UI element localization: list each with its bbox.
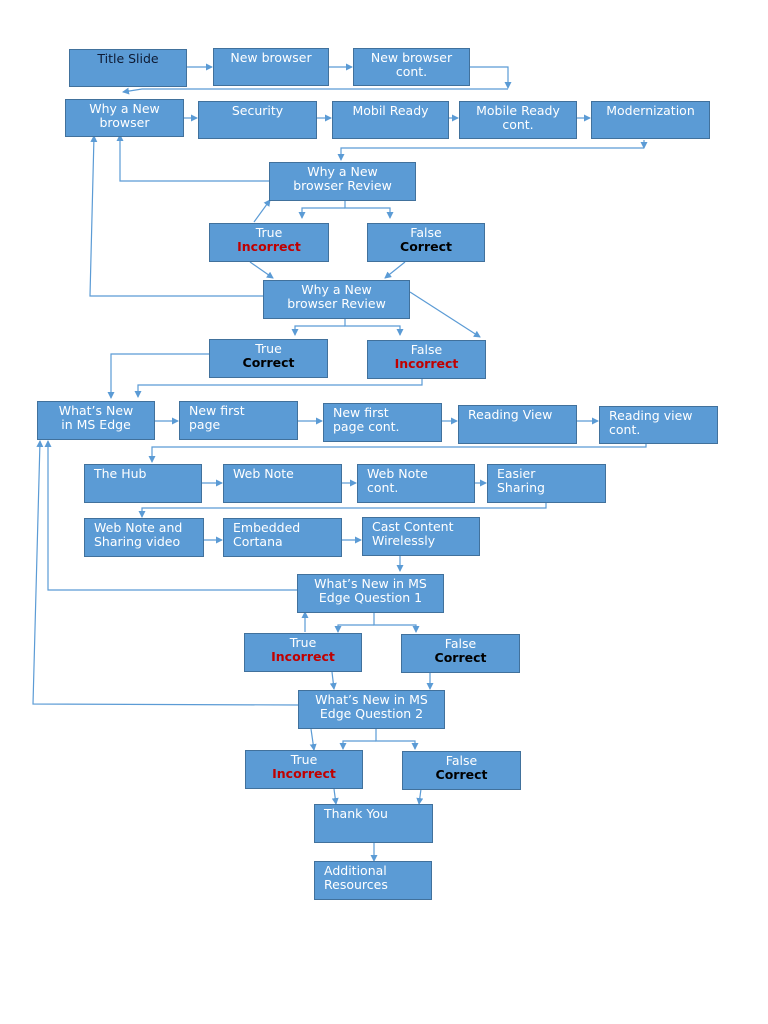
question-2-false-box[interactable]: False Correct: [402, 751, 521, 790]
edge-question-2-label-1: What’s New in MS: [315, 692, 428, 707]
new-browser-box[interactable]: New browser: [213, 48, 329, 86]
new-browser-cont-box[interactable]: New browser cont.: [353, 48, 470, 86]
whats-new-edge-label-2: in MS Edge: [61, 417, 131, 432]
why-new-browser-review-1-box[interactable]: Why a New browser Review: [269, 162, 416, 201]
mobile-ready-cont-label-2: cont.: [502, 117, 534, 132]
question-2-true-result: Incorrect: [272, 766, 336, 781]
edge-question-2-label-2: Edge Question 2: [319, 706, 424, 721]
review-2-true-box[interactable]: True Correct: [209, 339, 328, 378]
embedded-cortana-label-1: Embedded: [233, 520, 301, 535]
new-first-page-label-2: page: [189, 417, 221, 432]
review-1-true-box[interactable]: True Incorrect: [209, 223, 329, 262]
reading-view-label: Reading View: [468, 407, 553, 422]
edge-question-1-box[interactable]: What’s New in MS Edge Question 1: [297, 574, 444, 613]
web-note-cont-label-2: cont.: [367, 480, 399, 495]
web-note-label: Web Note: [233, 466, 294, 481]
reading-view-cont-label-2: cont.: [609, 422, 641, 437]
question-1-true-box[interactable]: True Incorrect: [244, 633, 362, 672]
web-note-box[interactable]: Web Note: [223, 464, 342, 503]
review-1-true-label: True: [255, 225, 283, 240]
why-new-browser-box[interactable]: Why a New browser: [65, 99, 184, 137]
additional-resources-box[interactable]: Additional Resources: [314, 861, 432, 900]
mobil-ready-box[interactable]: Mobil Ready: [332, 101, 449, 139]
embedded-cortana-label-2: Cortana: [233, 534, 283, 549]
why-new-browser-label-2: browser: [99, 115, 150, 130]
review-2-true-result: Correct: [242, 355, 295, 370]
review-2-label-1: Why a New: [301, 282, 372, 297]
question-1-true-result: Incorrect: [271, 649, 335, 664]
review-2-false-box[interactable]: False Incorrect: [367, 340, 486, 379]
edge-question-2-box[interactable]: What’s New in MS Edge Question 2: [298, 690, 445, 729]
review-1-false-label: False: [410, 225, 442, 240]
review-2-label-2: browser Review: [287, 296, 386, 311]
web-note-video-label-1: Web Note and: [94, 520, 183, 535]
cast-content-label-1: Cast Content: [372, 519, 454, 534]
web-note-cont-box[interactable]: Web Note cont.: [357, 464, 475, 503]
modernization-label: Modernization: [606, 103, 695, 118]
reading-view-box[interactable]: Reading View: [458, 405, 577, 444]
review-1-label-1: Why a New: [307, 164, 378, 179]
the-hub-box[interactable]: The Hub: [84, 464, 202, 503]
question-2-true-box[interactable]: True Incorrect: [245, 750, 363, 789]
review-1-label-2: browser Review: [293, 178, 392, 193]
thank-you-label: Thank You: [324, 806, 388, 821]
edge-question-1-label-1: What’s New in MS: [314, 576, 427, 591]
easier-sharing-label-1: Easier: [497, 466, 536, 481]
question-1-false-result: Correct: [434, 650, 487, 665]
security-label: Security: [231, 103, 284, 118]
web-note-sharing-video-box[interactable]: Web Note and Sharing video: [84, 518, 204, 557]
whats-new-edge-label-1: What’s New: [58, 403, 134, 418]
embedded-cortana-box[interactable]: Embedded Cortana: [223, 518, 342, 557]
new-browser-cont-label-2: cont.: [395, 64, 428, 79]
new-first-page-cont-box[interactable]: New first page cont.: [323, 403, 442, 442]
additional-resources-label-1: Additional: [324, 863, 387, 878]
why-new-browser-label-1: Why a New: [89, 101, 160, 116]
review-2-true-label: True: [255, 341, 282, 356]
new-first-page-cont-label-1: New first: [333, 405, 389, 420]
question-1-true-label: True: [289, 635, 317, 650]
new-first-page-box[interactable]: New first page: [179, 401, 298, 440]
new-browser-label: New browser: [230, 50, 312, 65]
title-slide-label: Title Slide: [97, 51, 159, 66]
question-2-true-label: True: [290, 752, 318, 767]
web-note-video-label-2: Sharing video: [94, 534, 181, 549]
new-browser-cont-label-1: New browser: [370, 50, 453, 65]
web-note-cont-label-1: Web Note: [367, 466, 428, 481]
review-1-true-result: Incorrect: [237, 239, 301, 254]
additional-resources-label-2: Resources: [324, 877, 388, 892]
review-2-false-result: Incorrect: [394, 356, 459, 371]
reading-view-cont-box[interactable]: Reading view cont.: [599, 406, 718, 444]
question-1-false-box[interactable]: False Correct: [401, 634, 520, 673]
new-first-page-cont-label-2: page cont.: [333, 419, 400, 434]
question-2-false-label: False: [445, 753, 478, 768]
mobil-ready-label: Mobil Ready: [352, 103, 429, 118]
cast-content-box[interactable]: Cast Content Wirelessly: [362, 517, 480, 556]
review-2-false-label: False: [410, 342, 443, 357]
mobile-ready-cont-box[interactable]: Mobile Ready cont.: [459, 101, 577, 139]
cast-content-label-2: Wirelessly: [372, 533, 436, 548]
thank-you-box[interactable]: Thank You: [314, 804, 433, 843]
question-1-false-label: False: [444, 636, 477, 651]
easier-sharing-box[interactable]: Easier Sharing: [487, 464, 606, 503]
why-new-browser-review-2-box[interactable]: Why a New browser Review: [263, 280, 410, 319]
the-hub-label: The Hub: [94, 466, 147, 481]
edge-question-1-label-2: Edge Question 1: [318, 590, 423, 605]
easier-sharing-label-2: Sharing: [497, 480, 545, 495]
mobile-ready-cont-label-1: Mobile Ready: [476, 103, 560, 118]
security-box[interactable]: Security: [198, 101, 317, 139]
new-first-page-label-1: New first: [189, 403, 245, 418]
whats-new-ms-edge-box[interactable]: What’s New in MS Edge: [37, 401, 155, 440]
modernization-box[interactable]: Modernization: [591, 101, 710, 139]
title-slide-box[interactable]: Title Slide: [69, 49, 187, 87]
review-1-false-box[interactable]: False Correct: [367, 223, 485, 262]
question-2-false-result: Correct: [435, 767, 488, 782]
review-1-false-result: Correct: [400, 239, 452, 254]
reading-view-cont-label-1: Reading view: [609, 408, 693, 423]
